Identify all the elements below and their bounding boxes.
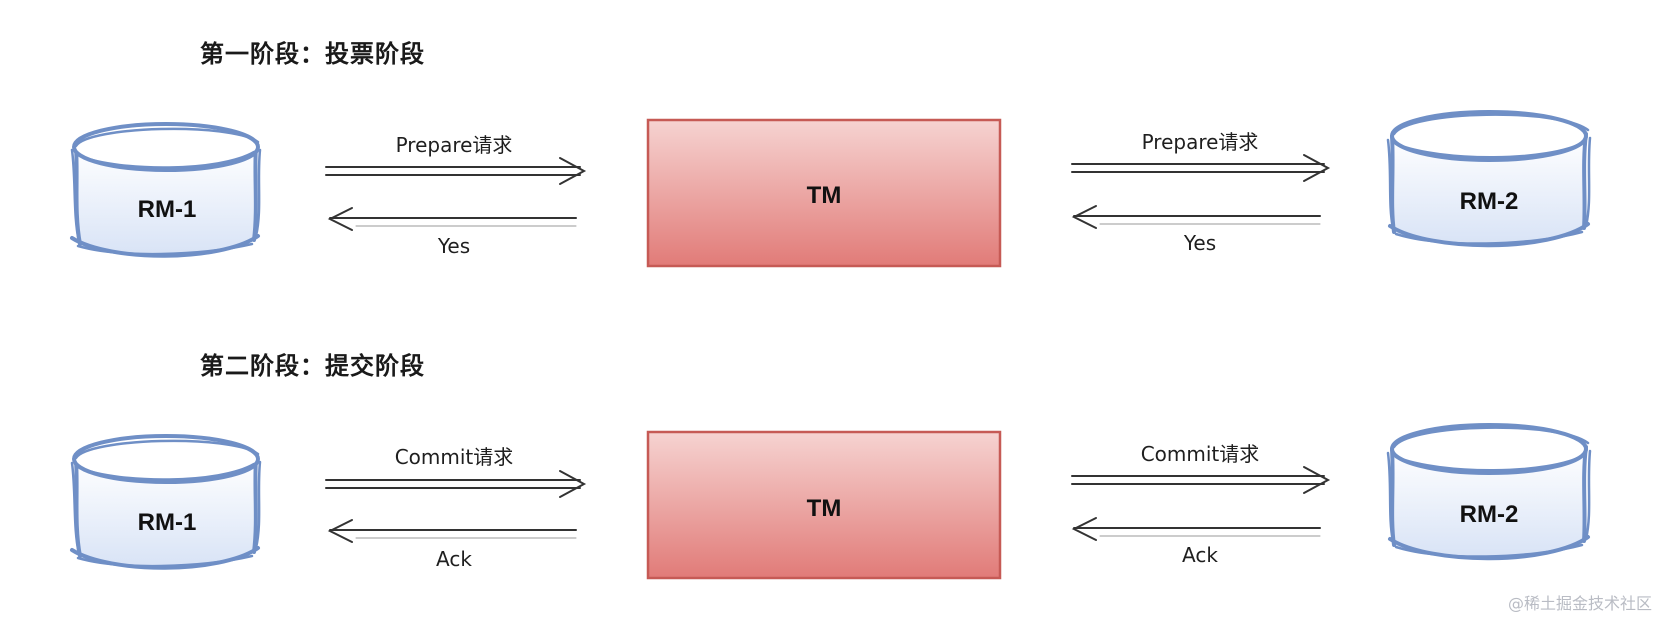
phase1-title: 第一阶段：投票阶段 <box>200 40 425 68</box>
phase2-rm2-database-icon <box>1386 423 1592 561</box>
phase2-rm1-database-icon <box>70 434 262 570</box>
phase2-left-reply-arrow <box>327 519 577 543</box>
phase1-right-reply-label: Yes <box>1183 231 1217 255</box>
phase1-right-request-label: Prepare请求 <box>1141 130 1259 154</box>
phase1-rm1-label: RM-1 <box>137 196 197 223</box>
phase2-tm-label: TM <box>806 495 842 522</box>
phase2-rm2-label: RM-2 <box>1459 501 1519 528</box>
phase2-title: 第二阶段：提交阶段 <box>200 352 425 380</box>
phase2-left-request-arrow <box>325 470 587 498</box>
watermark: @稀土掘金技术社区 <box>1507 594 1652 613</box>
phase1-right-request-arrow <box>1071 154 1331 182</box>
phase1-rm1-database-icon <box>70 122 262 258</box>
phase2-left-request-label: Commit请求 <box>394 445 514 469</box>
phase2-right-request-label: Commit请求 <box>1140 442 1260 466</box>
phase2-right-reply-label: Ack <box>1182 543 1218 567</box>
phase1-tm-label: TM <box>806 182 842 209</box>
phase2-rm1-label: RM-1 <box>137 509 197 536</box>
phase1-left-request-arrow <box>325 157 587 185</box>
phase1-rm2-database-icon <box>1386 110 1592 248</box>
phase1-tm-box <box>646 118 1002 268</box>
phase1-left-request-label: Prepare请求 <box>395 133 513 157</box>
phase1-rm2-label: RM-2 <box>1459 188 1519 215</box>
phase2-right-reply-arrow <box>1071 517 1321 541</box>
phase1-left-reply-label: Yes <box>437 234 471 258</box>
phase1-right-reply-arrow <box>1071 205 1321 229</box>
phase1-left-reply-arrow <box>327 207 577 231</box>
phase2-right-request-arrow <box>1071 466 1331 494</box>
phase2-left-reply-label: Ack <box>436 547 472 571</box>
phase2-tm-box <box>646 430 1002 580</box>
